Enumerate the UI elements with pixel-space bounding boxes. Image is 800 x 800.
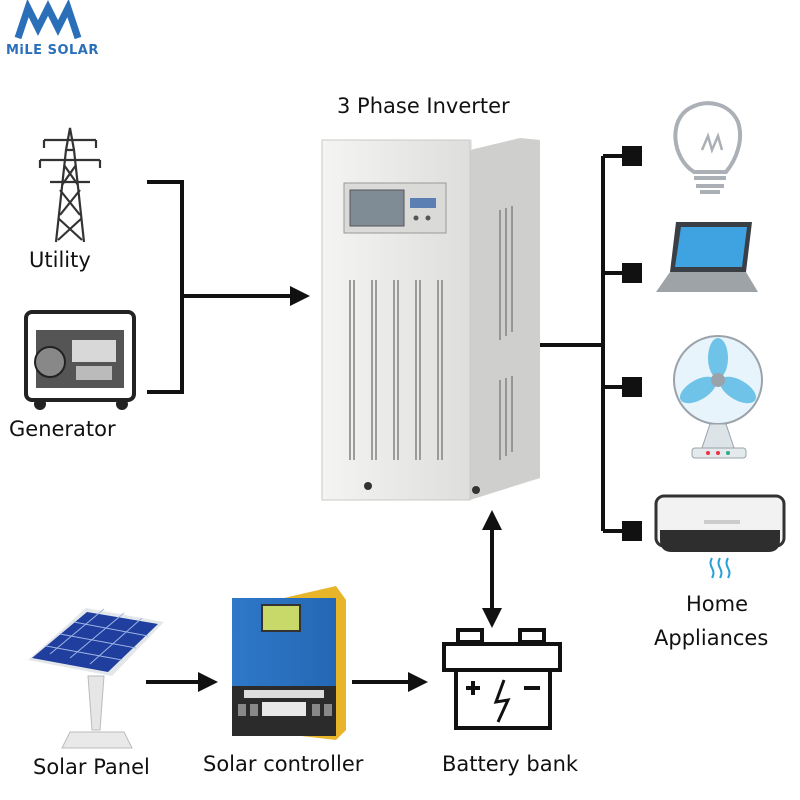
solar-controller-label: Solar controller	[203, 752, 364, 776]
battery-bank-label: Battery bank	[442, 752, 579, 776]
logo-icon	[14, 0, 82, 40]
inverter-cabinet-icon	[321, 138, 540, 501]
air-conditioner-icon	[654, 494, 786, 579]
transmission-tower-icon	[38, 127, 102, 243]
generator-label: Generator	[9, 417, 116, 441]
battery-icon	[442, 628, 562, 730]
appliances-label-line2: Appliances	[654, 626, 769, 650]
appliances-label-line1: Home	[686, 592, 749, 616]
input-bus-line	[147, 180, 184, 394]
laptop-icon	[656, 222, 758, 292]
light-bulb-icon	[673, 101, 743, 194]
utility-label: Utility	[29, 248, 91, 272]
output-bus-line	[540, 154, 624, 533]
inverter-title: 3 Phase Inverter	[337, 94, 510, 118]
solar-charge-controller-icon	[232, 586, 346, 740]
solar-panel-icon	[28, 608, 164, 749]
solar-panel-label: Solar Panel	[33, 755, 150, 779]
fan-icon	[673, 335, 763, 459]
connector-terminal	[622, 146, 642, 541]
logo-text: MiLE SOLAR	[6, 43, 99, 58]
generator-icon	[24, 310, 136, 410]
